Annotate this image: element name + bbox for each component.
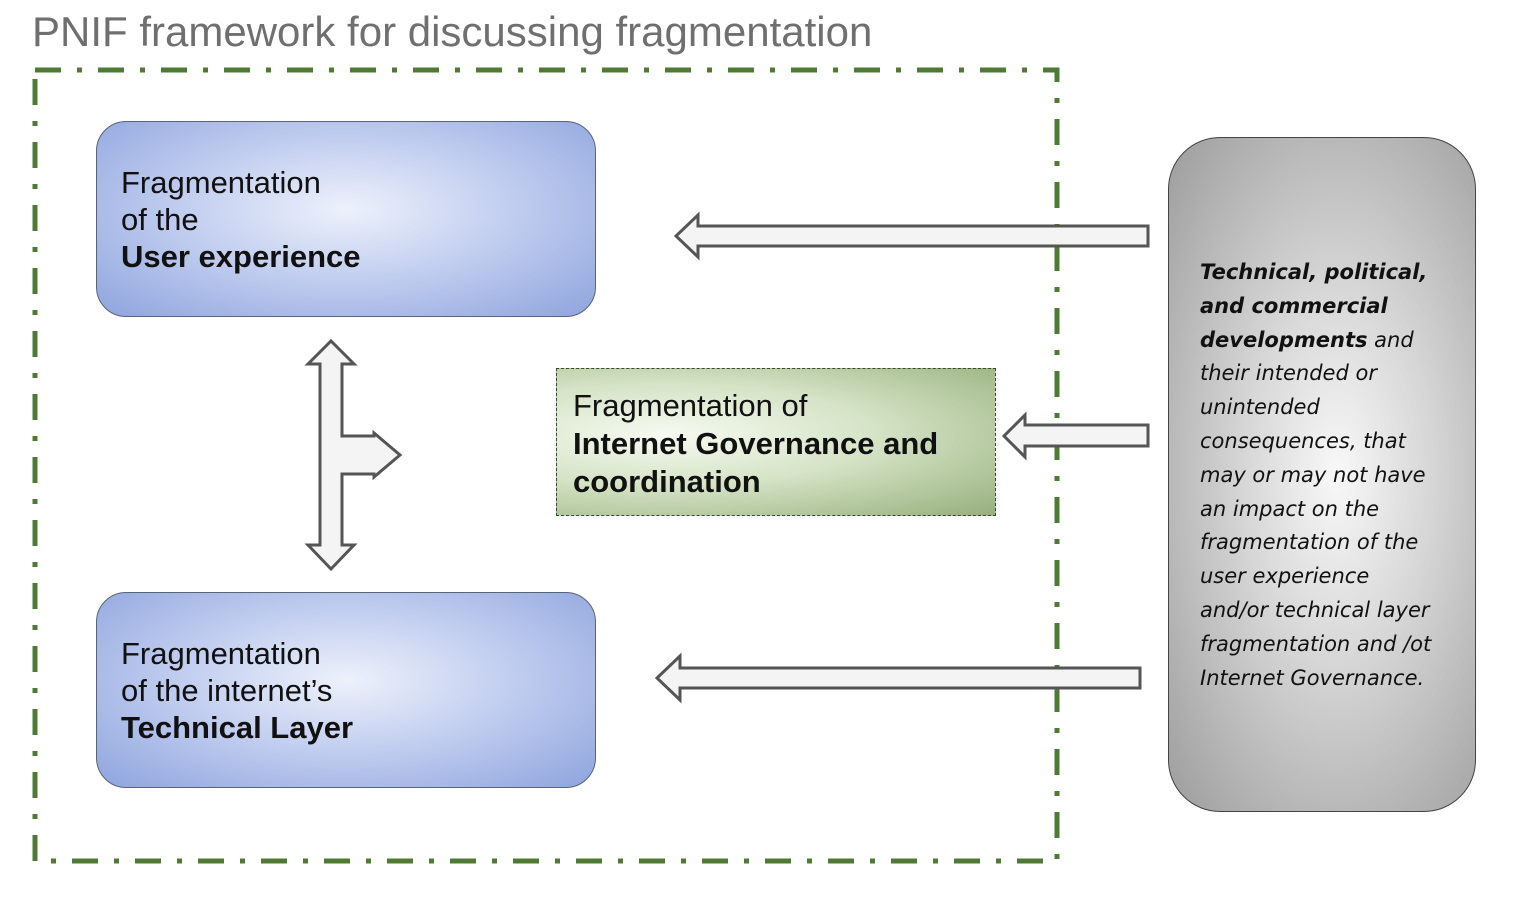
- developments-line9: fragmentation of the: [1200, 530, 1419, 555]
- diagram-title: PNIF framework for discussing fragmentat…: [32, 8, 873, 55]
- arrow-to-governance: [1001, 411, 1150, 461]
- developments-line12: fragmentation and /ot: [1200, 631, 1432, 656]
- developments-box: Technical, political, and commercial dev…: [1168, 137, 1476, 812]
- developments-line2: and commercial: [1200, 293, 1388, 318]
- user-experience-heading: User experience: [121, 239, 361, 274]
- governance-heading-line2: coordination: [573, 464, 761, 499]
- technical-layer-heading: Technical Layer: [121, 710, 354, 745]
- user-experience-box: Fragmentation of the User experience: [96, 121, 596, 317]
- developments-line11: and/or technical layer: [1200, 597, 1430, 622]
- governance-box: Fragmentation of Internet Governance and…: [556, 368, 996, 516]
- user-experience-line2: of the: [121, 202, 199, 237]
- developments-line1: Technical, political,: [1200, 260, 1428, 284]
- technical-layer-line1: Fragmentation: [121, 636, 321, 671]
- arrow-to-technical-layer: [654, 652, 1142, 704]
- developments-line8: an impact on the: [1200, 496, 1380, 521]
- technical-layer-box: Fragmentation of the internet’s Technica…: [96, 592, 596, 788]
- governance-line1: Fragmentation of: [573, 388, 808, 423]
- developments-line13: Internet Governance.: [1200, 665, 1425, 690]
- governance-heading-line1: Internet Governance and: [573, 426, 939, 461]
- technical-layer-line2: of the internet’s: [121, 673, 333, 708]
- developments-line3-rest: and: [1367, 327, 1414, 352]
- tri-directional-arrow: [304, 338, 403, 572]
- developments-line10: user experience: [1200, 564, 1370, 589]
- arrow-to-user-experience: [673, 211, 1150, 261]
- framework-boundary: [32, 67, 1060, 864]
- developments-line5: unintended: [1200, 395, 1320, 420]
- developments-line6: consequences, that: [1200, 428, 1406, 453]
- developments-line3: developments and: [1200, 324, 1465, 358]
- developments-line4: their intended or: [1200, 361, 1377, 386]
- user-experience-line1: Fragmentation: [121, 165, 321, 200]
- developments-line7: may or may not have: [1200, 462, 1426, 487]
- developments-line3-bold: developments: [1200, 327, 1368, 352]
